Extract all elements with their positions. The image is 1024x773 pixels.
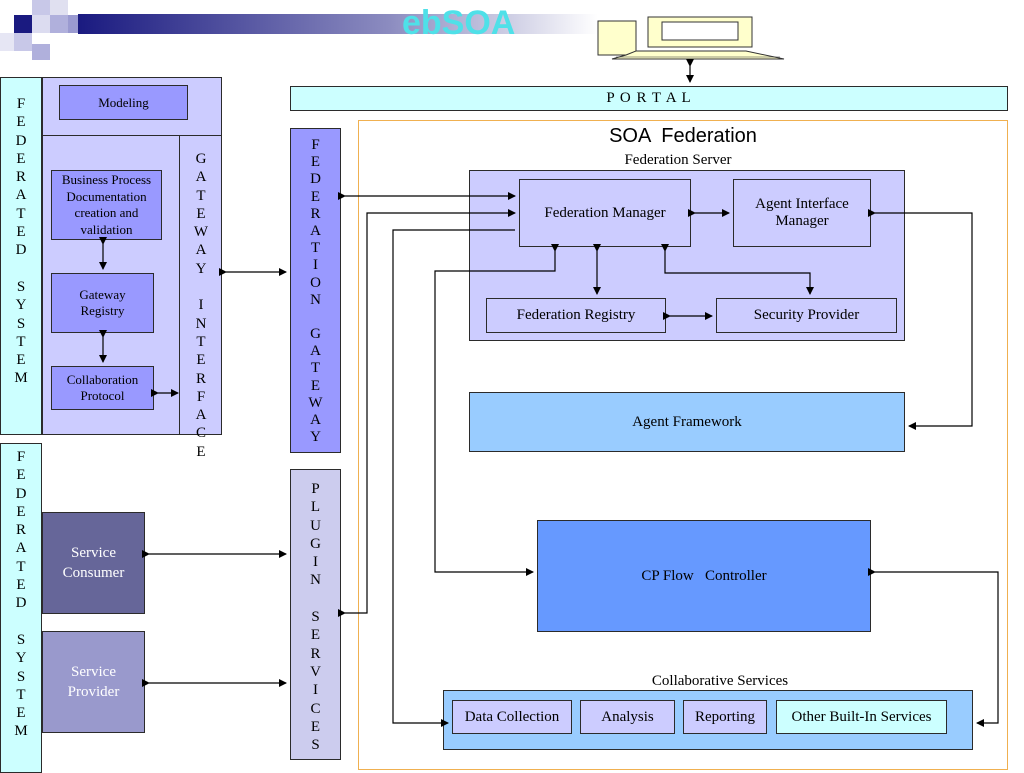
security-provider-box: Security Provider: [716, 298, 897, 333]
service-consumer-label: Service Consumer: [62, 545, 125, 581]
federated-system-1-strip: [0, 77, 42, 435]
service-reporting-label: Reporting: [695, 708, 755, 725]
bp-documentation-box: Business Process Documentation creation …: [51, 170, 162, 240]
portal-label: P O R T A L: [606, 90, 692, 106]
portal-bar: P O R T A L: [290, 86, 1008, 111]
service-analysis-label: Analysis: [601, 708, 654, 725]
arrow-plugin-manager: [338, 209, 516, 617]
collaboration-protocol-box: Collaboration Protocol: [51, 366, 154, 410]
modeling-label: Modeling: [98, 94, 149, 110]
gateway-interface-strip: [179, 135, 222, 435]
arrow-aim-framework: [868, 209, 973, 430]
computer-icon: [597, 16, 785, 60]
service-provider-label: Service Provider: [67, 664, 120, 700]
service-analysis: Analysis: [580, 700, 675, 734]
cp-flow-controller-label: CP Flow Controller: [641, 567, 767, 584]
federated-system-2-strip: [0, 443, 42, 773]
service-data-collection-label: Data Collection: [464, 708, 560, 725]
modeling-divider: [42, 135, 222, 136]
gateway-registry-box: Gateway Registry: [51, 273, 154, 333]
service-reporting: Reporting: [683, 700, 767, 734]
federation-manager-label: Federation Manager: [544, 204, 666, 221]
federation-server-label: Federation Server: [624, 152, 732, 168]
arrow-manager-cpflow: [434, 244, 559, 576]
gateway-registry-label: Gateway Registry: [79, 286, 126, 319]
modeling-box: Modeling: [59, 85, 188, 120]
header-decoration: [0, 0, 600, 60]
bp-documentation-label: Business Process Documentation creation …: [61, 172, 152, 237]
federation-manager-box: Federation Manager: [519, 179, 691, 247]
page-title: ebSOA: [402, 4, 516, 42]
collaboration-protocol-label: Collaboration Protocol: [66, 371, 139, 404]
cp-flow-controller-box: CP Flow Controller: [537, 520, 871, 632]
security-provider-label: Security Provider: [753, 307, 860, 323]
arrow-manager-collaborative: [392, 229, 515, 727]
soa-federation-title: SOA Federation: [609, 125, 757, 147]
arrow-manager-security: [661, 244, 814, 295]
collaborative-services-label: Collaborative Services: [651, 673, 789, 689]
service-data-collection: Data Collection: [452, 700, 572, 734]
federation-gateway-strip: [290, 128, 341, 453]
agent-framework-label: Agent Framework: [632, 413, 742, 430]
service-provider-box: Service Provider: [42, 631, 145, 733]
arrow-cpflow-collaborative: [868, 568, 999, 727]
agent-interface-manager-label: Agent Interface Manager: [755, 196, 849, 229]
service-consumer-box: Service Consumer: [42, 512, 145, 614]
